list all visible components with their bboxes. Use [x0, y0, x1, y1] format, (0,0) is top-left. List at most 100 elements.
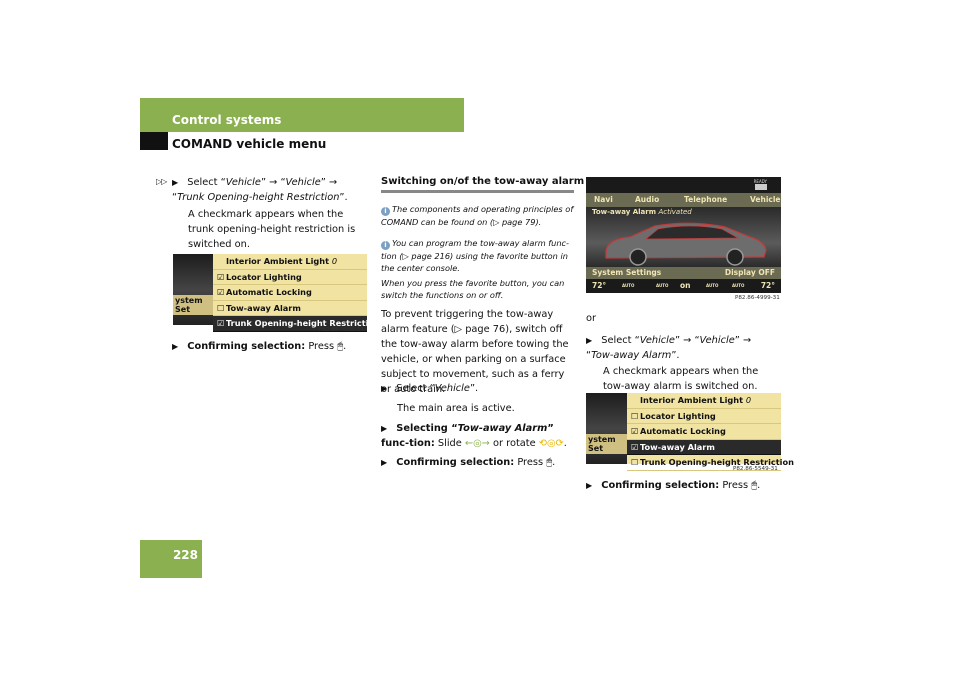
menu-item-selected: ☑Trunk Opening-height Restriction	[213, 316, 380, 332]
screen-nav-bar: Navi Audio Telephone Vehicle	[586, 193, 781, 207]
menu-item-label: Interior Ambient Light	[226, 256, 330, 266]
temp-left: 72°	[592, 281, 607, 290]
checkbox-icon: ☑	[217, 271, 225, 282]
menu-item-label: Locator Lighting	[226, 271, 302, 282]
checkbox-icon: ☑	[217, 318, 225, 329]
tow-alarm-label: Tow-away Alarm	[592, 208, 657, 216]
nav-navi: Navi	[594, 195, 613, 204]
confirm-label: Confirming selection:	[396, 457, 515, 468]
menu-item: ☐Trunk Opening-height Restriction	[627, 455, 794, 471]
rotate-controller-icon: ⟲◎⟳	[538, 438, 564, 449]
tow-away-screen: READY Navi Audio Telephone Vehicle Tow-a…	[586, 177, 781, 293]
screen-main-area: Tow-away Alarm Activated	[586, 207, 781, 267]
screen-left-side: ystem Set	[173, 254, 213, 325]
confirm-label: Confirming selection:	[187, 341, 306, 352]
press-key-icon: 🖱	[751, 480, 758, 491]
text-fragment: ” → “	[260, 177, 286, 188]
menu-path-tow-away: Tow-away Alarm	[591, 350, 672, 361]
image-code: P82.86-5549-31	[733, 466, 778, 472]
menu-item-label: Tow-away Alarm	[226, 302, 301, 313]
menu-path-vehicle: Vehicle	[699, 335, 735, 346]
text-fragment: Press	[517, 457, 544, 468]
bullet-icon: ▶	[172, 342, 179, 351]
menu-item-selected: ☑Tow-away Alarm	[627, 439, 781, 456]
checkbox-icon: ☐	[631, 457, 639, 468]
menu-item-label: Automatic Locking	[640, 426, 726, 437]
menu-item-tow-away: Tow-away Alarm	[457, 423, 548, 434]
left-step-1: ▶ Select “Vehicle” → “Vehicle” → “Trunk …	[172, 175, 368, 205]
menu-path-vehicle: Vehicle	[434, 383, 470, 394]
info-icon: i	[381, 207, 390, 216]
text-fragment: ”.	[469, 383, 479, 394]
tow-alarm-title: Tow-away Alarm Activated	[592, 208, 692, 216]
checkbox-icon: ☐	[217, 302, 225, 313]
checkbox-icon: ☑	[631, 441, 639, 452]
info-note-3: When you press the favorite button, you …	[381, 278, 565, 300]
mid-confirm: ▶ Confirming selection: Press 🖱.	[381, 455, 574, 470]
text-fragment: ” → “	[674, 335, 700, 346]
text-fragment: .	[552, 457, 556, 468]
continuation-marker: ▷▷	[156, 177, 167, 186]
nav-telephone: Telephone	[684, 195, 728, 204]
section-title: COMAND vehicle menu	[172, 137, 327, 151]
menu-item: Interior Ambient Light 0	[627, 393, 781, 409]
ready-indicator: READY	[753, 179, 767, 184]
slide-controller-icon: ←◎→	[464, 438, 490, 449]
menu-item: ☑Automatic Locking	[627, 424, 781, 440]
tow-alarm-state: Activated	[658, 208, 692, 216]
text-fragment: ”.	[671, 350, 680, 361]
image-code: P82.86-5002-31	[319, 327, 364, 333]
checkbox-icon: ☑	[217, 287, 225, 298]
bullet-icon: ▶	[586, 336, 593, 345]
vehicle-menu-left: Interior Ambient Light 0 ☑Locator Lighti…	[213, 254, 380, 332]
bullet-icon: ▶	[381, 424, 388, 433]
screen-status-top: READY	[586, 177, 781, 193]
text-fragment: ” → “	[586, 335, 752, 361]
menu-item: ☐Locator Lighting	[627, 409, 781, 425]
checkbox-icon: ☑	[631, 426, 639, 437]
mid-step-1: ▶ Select “Vehicle”.	[381, 381, 574, 396]
menu-item-label: Automatic Locking	[226, 287, 312, 298]
text-fragment: ” func-tion:	[381, 423, 554, 449]
vehicle-menu-right: Interior Ambient Light 0 ☐Locator Lighti…	[627, 393, 794, 471]
auto-indicator: AUTO	[622, 283, 635, 288]
note-text: The components and operating principles …	[381, 204, 574, 227]
text-fragment: or rotate	[493, 438, 536, 449]
display-off-softkey: Display OFF	[724, 268, 775, 277]
menu-item-label: Trunk Opening-height Restriction	[640, 457, 794, 468]
menu-item-label: Interior Ambient Light	[640, 395, 744, 405]
menu-path-vehicle: Vehicle	[285, 177, 321, 188]
menu-item-value: 0	[331, 256, 338, 266]
text-fragment: Slide	[437, 438, 462, 449]
screen-bottom-bar: System Settings Display OFF	[586, 267, 781, 279]
right-confirm: ▶ Confirming selection: Press 🖱.	[586, 478, 781, 493]
text-fragment: ” → “	[172, 177, 338, 203]
header-bar	[140, 98, 464, 132]
left-confirm: ▶ Confirming selection: Press 🖱.	[172, 339, 368, 354]
screen-left-side: ystem Set	[586, 393, 627, 464]
menu-item-label: Trunk Opening-height Restriction	[226, 318, 380, 329]
text-fragment: Select “	[187, 177, 226, 188]
page-number-block	[140, 540, 202, 578]
airflow-on: on	[680, 281, 691, 290]
auto-indicator: AUTO	[706, 283, 719, 288]
signal-icon	[755, 184, 767, 190]
text-fragment: .	[343, 341, 347, 352]
system-settings-label: ystem Set	[173, 295, 213, 315]
climate-status-bar: 72° AUTO AUTO on AUTO AUTO 72°	[586, 279, 781, 293]
system-settings-softkey: System Settings	[592, 268, 662, 277]
nav-audio: Audio	[635, 195, 660, 204]
text-fragment: ”.	[339, 192, 348, 203]
menu-item: ☑Locator Lighting	[213, 270, 367, 286]
auto-indicator: AUTO	[732, 283, 745, 288]
text-fragment: Select “	[396, 383, 435, 394]
bullet-icon: ▶	[381, 384, 388, 393]
page-number: 228	[172, 548, 198, 562]
menu-path-vehicle: Vehicle	[639, 335, 675, 346]
mid-step-2: ▶ Selecting “Tow-away Alarm” func-tion: …	[381, 421, 574, 451]
left-step-1-result: A checkmark appears when the trunk openi…	[188, 209, 356, 250]
text-fragment: .	[563, 438, 567, 449]
image-code: P82.86-4999-31	[735, 295, 780, 301]
text-fragment: Select “	[601, 335, 640, 346]
